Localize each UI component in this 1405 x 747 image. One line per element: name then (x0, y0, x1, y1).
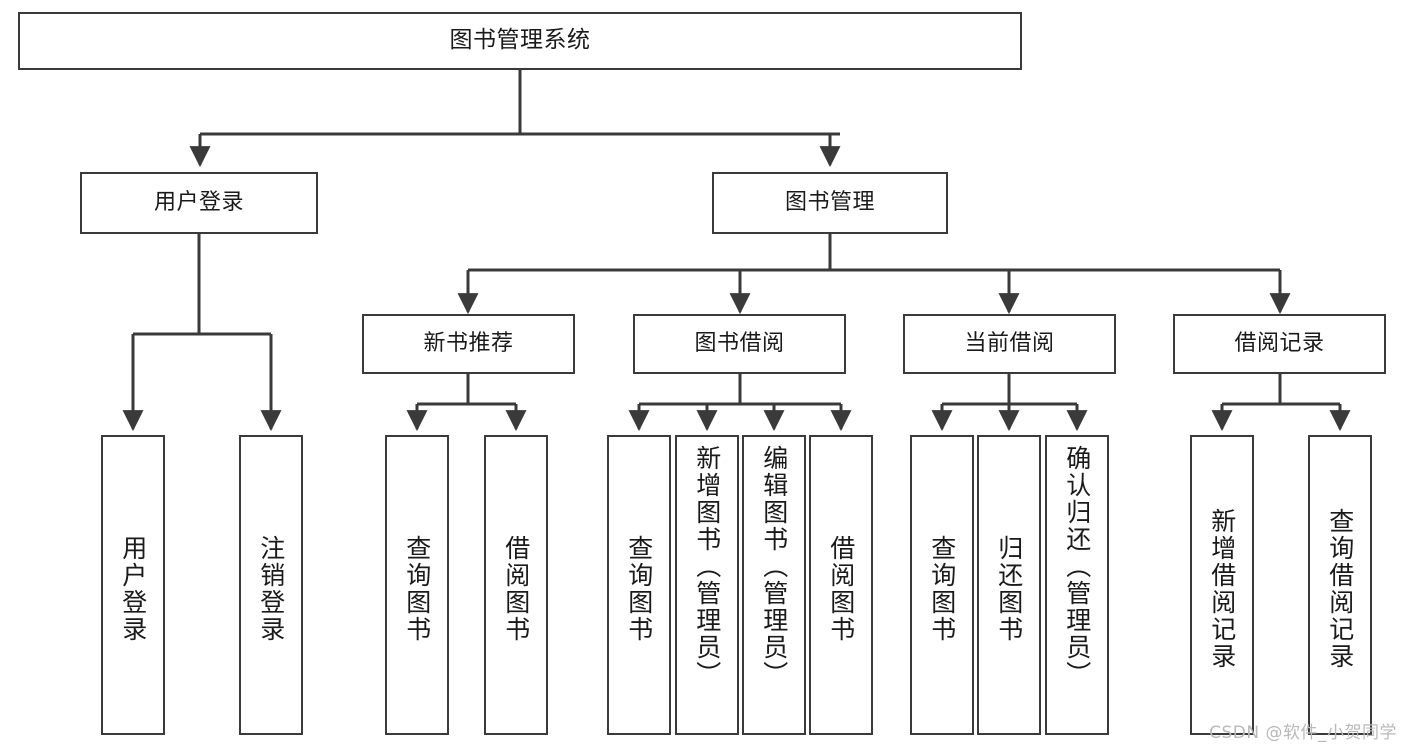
node-label: 查询图书 (927, 535, 957, 643)
leaf-edit-book-admin[interactable]: 编辑图书（管理员） (742, 435, 806, 735)
node-user-login[interactable]: 用户登录 (80, 172, 318, 234)
leaf-return-book[interactable]: 归还图书 (977, 435, 1041, 735)
node-label: 查询借阅记录 (1325, 508, 1355, 670)
node-label: 用户登录 (153, 190, 244, 216)
node-label: 归还图书 (994, 535, 1024, 643)
node-label: 借阅记录 (1234, 331, 1325, 357)
node-label: 注销登录 (256, 535, 286, 643)
node-label: 新书推荐 (423, 331, 514, 357)
node-label: 新增借阅记录 (1207, 508, 1237, 670)
node-label: 借阅图书 (501, 535, 531, 643)
leaf-query-book-borrow[interactable]: 查询图书 (607, 435, 671, 735)
node-label: 图书管理 (784, 190, 875, 216)
leaf-logout[interactable]: 注销登录 (239, 435, 303, 735)
leaf-query-borrow-record[interactable]: 查询借阅记录 (1308, 435, 1372, 735)
node-label: 用户登录 (118, 535, 148, 643)
node-label: 确认归还（管理员） (1062, 445, 1092, 688)
node-root-book-management-system[interactable]: 图书管理系统 (18, 12, 1022, 70)
node-label: 借阅图书 (826, 535, 856, 643)
leaf-query-book-recommend[interactable]: 查询图书 (385, 435, 449, 735)
node-label: 查询图书 (402, 535, 432, 643)
leaf-user-login[interactable]: 用户登录 (101, 435, 165, 735)
leaf-add-borrow-record[interactable]: 新增借阅记录 (1190, 435, 1254, 735)
watermark-text: CSDN @软件_小贺同学 (1209, 723, 1397, 743)
node-new-book-recommend[interactable]: 新书推荐 (362, 314, 575, 374)
node-label: 图书管理系统 (449, 27, 591, 54)
node-book-management[interactable]: 图书管理 (712, 172, 948, 234)
node-current-borrow[interactable]: 当前借阅 (903, 314, 1116, 374)
node-borrow-record[interactable]: 借阅记录 (1173, 314, 1386, 374)
node-label: 编辑图书（管理员） (759, 445, 789, 688)
node-label: 新增图书（管理员） (692, 445, 722, 688)
leaf-query-book-current[interactable]: 查询图书 (910, 435, 974, 735)
leaf-borrow-book[interactable]: 借阅图书 (809, 435, 873, 735)
node-label: 图书借阅 (694, 331, 785, 357)
leaf-add-book-admin[interactable]: 新增图书（管理员） (675, 435, 739, 735)
leaf-borrow-book-recommend[interactable]: 借阅图书 (484, 435, 548, 735)
node-label: 当前借阅 (964, 331, 1055, 357)
node-book-borrow[interactable]: 图书借阅 (633, 314, 846, 374)
node-label: 查询图书 (624, 535, 654, 643)
leaf-confirm-return-admin[interactable]: 确认归还（管理员） (1045, 435, 1109, 735)
